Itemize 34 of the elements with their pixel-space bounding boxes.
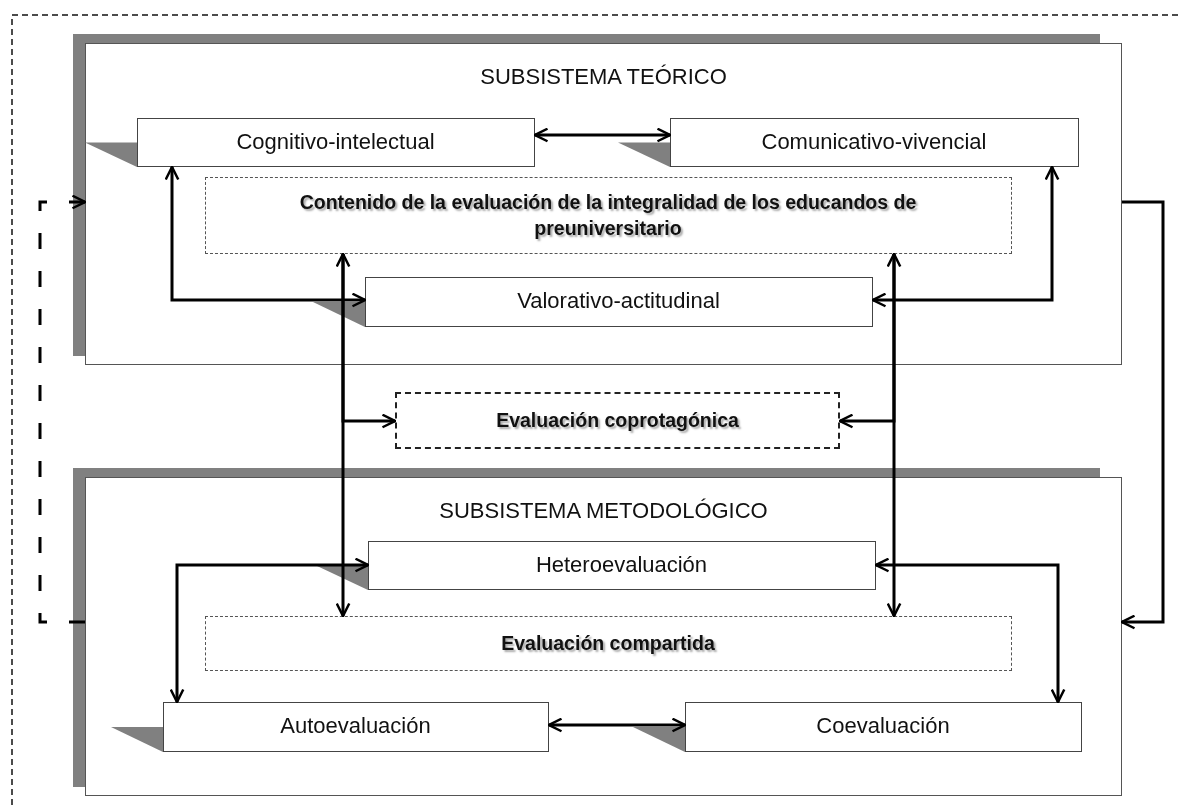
arrow	[886, 252, 902, 618]
panel-title: SUBSISTEMA METODOLÓGICO	[439, 498, 768, 524]
arrow	[341, 254, 397, 429]
panel-title: SUBSISTEMA TEÓRICO	[480, 64, 727, 90]
process-box	[364, 276, 873, 327]
box-label: Autoevaluación	[280, 713, 431, 740]
arrow	[335, 252, 351, 618]
process-box	[367, 540, 876, 590]
box-label: Contenido de la evaluación de la integralidad de los educandos de preuniversitario	[298, 189, 918, 241]
box-label: Comunicativo-vivencial	[761, 128, 987, 156]
arrow	[547, 717, 687, 733]
dotted-box	[204, 615, 1012, 671]
subsystem-panel	[85, 43, 1122, 365]
arrow	[1120, 200, 1165, 630]
box-label: Cognitivo-intelectual	[236, 128, 435, 156]
arrow	[38, 194, 87, 624]
box-label: Evaluación coprotagónica	[495, 408, 740, 434]
arrow	[164, 165, 367, 308]
subsystem-panel	[85, 477, 1122, 796]
arrow	[871, 165, 1060, 308]
dotted-box	[204, 176, 1012, 254]
process-box	[669, 117, 1079, 167]
box-label: Evaluación compartida	[500, 630, 716, 656]
arrow	[874, 557, 1066, 704]
process-box	[162, 701, 549, 752]
box-label: Valorativo-actitudinal	[517, 288, 720, 315]
arrow	[533, 127, 672, 143]
process-box	[684, 701, 1082, 752]
dashed-box	[395, 392, 840, 449]
box-label: Coevaluación	[816, 713, 950, 740]
process-box	[136, 117, 535, 167]
arrow	[838, 254, 896, 429]
box-label: Heteroevaluación	[535, 551, 708, 579]
arrow	[169, 557, 370, 704]
